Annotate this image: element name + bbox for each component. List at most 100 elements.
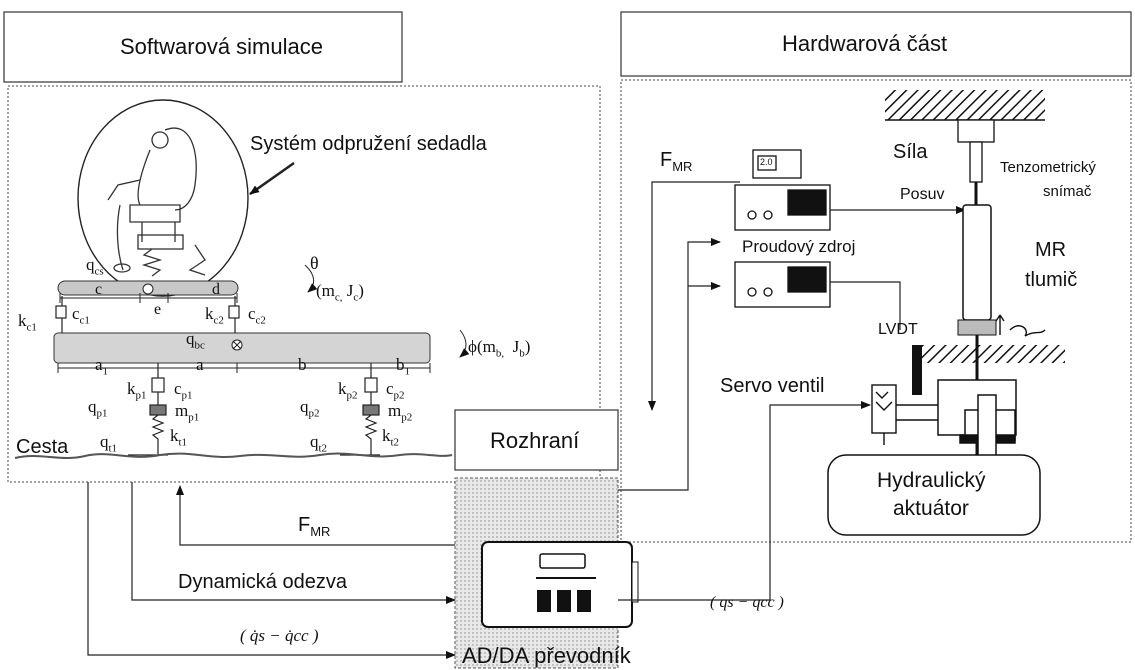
kt1-main: k <box>170 426 179 445</box>
qp2-symbol: qp2 <box>300 398 320 419</box>
cc2-main: c <box>248 304 256 323</box>
base-hatch <box>920 345 1065 363</box>
fmr-software-label: FMR <box>298 515 330 538</box>
hardware-title-box <box>620 11 1132 77</box>
theta-symbol: θ <box>310 253 319 273</box>
cc1-sub: c1 <box>79 314 90 327</box>
mc-symbol: (m <box>316 281 335 300</box>
displacement-signal-label: ( qs − qcc ) <box>710 594 784 611</box>
signal-lines <box>87 181 966 659</box>
hydraulic-actuator-label-2: aktuátor <box>893 497 969 520</box>
a1-sub: 1 <box>102 365 109 378</box>
dim-c: c <box>95 281 103 298</box>
kc2-main: k <box>205 304 214 323</box>
phi-mb-jb-symbol: ϕ(mb, Jb) <box>468 337 531 360</box>
qp1-main: q <box>88 397 97 416</box>
jc-symbol: J <box>346 281 354 300</box>
mr-damper-body <box>962 204 992 321</box>
kt1-symbol: kt1 <box>170 427 187 448</box>
converter-label: AD/DA převodník <box>462 643 631 668</box>
software-frame <box>7 85 601 483</box>
seat-system-pointer <box>249 161 295 196</box>
mr-damper-label-1: MR <box>1035 239 1067 261</box>
kt2-main: k <box>382 426 391 445</box>
strain-gauge-label-1: Tenzometrický <box>1000 159 1096 176</box>
primary-suspension-2 <box>340 363 380 456</box>
cp2-symbol: cp2 <box>386 380 405 401</box>
qt2-main: q <box>310 432 319 451</box>
mr-damper-label-2: tlumič <box>1025 269 1078 291</box>
mb-sub: b, <box>495 347 505 360</box>
qbc-main: q <box>186 329 195 348</box>
kp2-symbol: kp2 <box>338 380 358 401</box>
mp1-symbol: mp1 <box>175 402 199 423</box>
software-title-box <box>3 11 403 83</box>
servo-valve-label: Servo ventil <box>720 375 825 397</box>
cc2-symbol: cc2 <box>248 305 266 326</box>
phi-symbol: ϕ(m <box>468 337 496 356</box>
kc1-symbol: kc1 <box>18 312 37 333</box>
current-source-top <box>734 149 831 231</box>
b1-sub: 1 <box>404 365 411 378</box>
lvdt-cable <box>995 314 1046 337</box>
jb-symbol: J <box>512 337 520 356</box>
b1-main: b <box>396 355 405 374</box>
hydraulic-actuator-label-1: Hydraulický <box>877 469 986 492</box>
strain-gauge-label-2: snímač <box>1043 183 1092 200</box>
dim-a: a <box>196 355 204 374</box>
dim-b: b <box>298 355 307 374</box>
hydraulic-cylinder <box>937 379 1017 461</box>
seat-system-label: Systém odpružení sedadla <box>250 133 487 155</box>
kc1-main: k <box>18 311 27 330</box>
cp2-sub: p2 <box>393 389 405 402</box>
kc2-sub: c2 <box>213 314 224 327</box>
qt2-symbol: qt2 <box>310 433 327 454</box>
kp1-main: k <box>127 379 136 398</box>
qt2-sub: t2 <box>318 442 328 455</box>
mp2-symbol: mp2 <box>388 402 412 423</box>
mp1-sub: p1 <box>188 411 200 424</box>
kp2-sub: p2 <box>346 389 358 402</box>
dim-e: e <box>154 301 162 318</box>
cp1-sub: p1 <box>181 389 193 402</box>
mp2-main: m <box>388 401 402 420</box>
hydraulic-actuator-box <box>827 454 1041 536</box>
qcs-symbol: qcs <box>86 256 104 277</box>
jb-sub: b <box>519 347 525 360</box>
hardware-frame <box>620 79 1132 543</box>
cp2-main: c <box>386 379 394 398</box>
cc1-main: c <box>72 304 80 323</box>
qp1-sub: p1 <box>96 407 108 420</box>
displacement-label: Posuv <box>900 186 945 203</box>
mp1-main: m <box>175 401 189 420</box>
kp2-main: k <box>338 379 347 398</box>
load-cell <box>957 119 995 205</box>
dim-d: d <box>212 281 220 298</box>
qt1-symbol: qt1 <box>100 433 117 454</box>
lvdt-label: LVDT <box>878 321 918 338</box>
qbc-symbol: qbc <box>186 330 205 351</box>
qbc-sub: bc <box>194 339 205 352</box>
kc2-symbol: kc2 <box>205 305 224 326</box>
fmr-hardware-symbol: F <box>660 149 673 171</box>
jc-sub: c <box>353 291 359 304</box>
qcs-main: q <box>86 255 95 274</box>
qt1-sub: t1 <box>108 442 118 455</box>
mp2-sub: p2 <box>401 411 413 424</box>
hardware-section-title: Hardwarová část <box>782 31 948 56</box>
interface-box <box>454 409 619 471</box>
fmr-hardware-label: FMR <box>660 150 692 173</box>
qcs-sub: cs <box>94 265 104 278</box>
fmr-software-symbol: F <box>298 514 311 536</box>
road-label: Cesta <box>16 436 69 458</box>
phi-arrow <box>459 329 470 358</box>
kc1-sub: c1 <box>26 321 37 334</box>
fmr-software-sub: MR <box>310 524 331 539</box>
kt2-symbol: kt2 <box>382 427 399 448</box>
fmr-hardware-sub: MR <box>672 159 693 174</box>
a1-main: a <box>95 355 103 374</box>
theta-arrow <box>304 264 318 293</box>
dim-b1: b1 <box>396 356 410 377</box>
kp1-symbol: kp1 <box>127 380 147 401</box>
lower-dimensions <box>57 363 431 373</box>
